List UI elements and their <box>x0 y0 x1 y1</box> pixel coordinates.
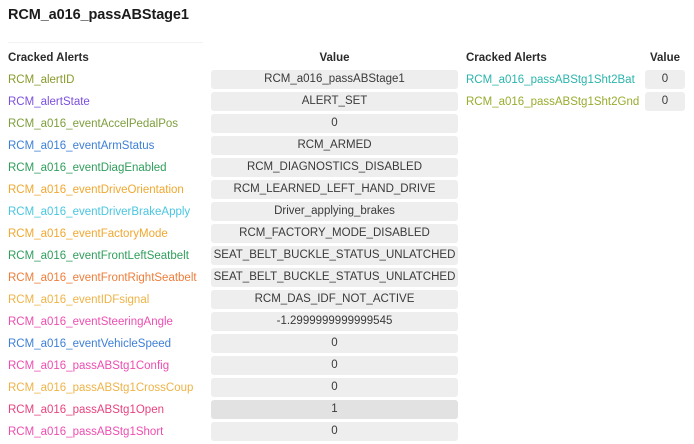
alert-value: RCM_LEARNED_LEFT_HAND_DRIVE <box>211 180 458 199</box>
alert-value: 1 <box>211 400 458 419</box>
table-row[interactable]: RCM_a016_passABStg1Open 1 <box>8 400 458 422</box>
alert-value: RCM_ARMED <box>211 136 458 155</box>
right-header-cracked-alerts: Cracked Alerts <box>466 52 547 64</box>
right-table-header-row: Cracked Alerts Value <box>466 52 686 70</box>
alert-name: RCM_a016_eventDiagEnabled <box>8 162 167 174</box>
left-header-cracked-alerts: Cracked Alerts <box>8 52 89 64</box>
table-row[interactable]: RCM_a016_eventFrontRightSeatbelt SEAT_BEL… <box>8 268 458 290</box>
table-row[interactable]: RCM_alertState ALERT_SET <box>8 92 458 114</box>
alert-value: SEAT_BELT_BUCKLE_STATUS_UNLATCHED <box>211 246 458 265</box>
alert-value: 0 <box>645 92 685 111</box>
alert-name: RCM_a016_eventDriverBrakeApply <box>8 206 191 218</box>
alert-name: RCM_a016_eventSteeringAngle <box>8 316 173 328</box>
left-table-header-row: Cracked Alerts Value <box>8 52 458 70</box>
table-row[interactable]: RCM_a016_passABStg1CrossCoup 0 <box>8 378 458 400</box>
alert-value: 0 <box>211 334 458 353</box>
alert-value: RCM_DIAGNOSTICS_DISABLED <box>211 158 458 177</box>
alert-value: SEAT_BELT_BUCKLE_STATUS_UNLATCHED <box>211 268 458 287</box>
alert-value: 0 <box>211 114 458 133</box>
alert-value: Driver_applying_brakes <box>211 202 458 221</box>
table-row[interactable]: RCM_a016_eventAccelPedalPos 0 <box>8 114 458 136</box>
alert-name: RCM_a016_passABStg1Sht2Bat <box>466 74 635 86</box>
table-row[interactable]: RCM_a016_eventArmStatus RCM_ARMED <box>8 136 458 158</box>
alert-name: RCM_a016_passABStg1CrossCoup <box>8 382 194 394</box>
alert-name: RCM_a016_eventFactoryMode <box>8 228 168 240</box>
alert-value: 0 <box>645 70 685 89</box>
alert-name: RCM_a016_eventVehicleSpeed <box>8 338 172 350</box>
alert-value: RCM_DAS_IDF_NOT_ACTIVE <box>211 290 458 309</box>
table-row[interactable]: RCM_a016_eventDriveOrientation RCM_LEARNE… <box>8 180 458 202</box>
page-title: RCM_a016_passABStage1 <box>8 7 189 23</box>
alert-name: RCM_alertID <box>8 74 75 86</box>
table-row[interactable]: RCM_a016_eventIDFsignal RCM_DAS_IDF_NOT_A… <box>8 290 458 312</box>
alert-name: RCM_a016_eventFrontLeftSeatbelt <box>8 250 189 262</box>
alert-value: ALERT_SET <box>211 92 458 111</box>
alert-name: RCM_a016_passABStg1Short <box>8 426 164 438</box>
table-row[interactable]: RCM_a016_eventDiagEnabled RCM_DIAGNOSTICS… <box>8 158 458 180</box>
alert-name: RCM_a016_eventIDFsignal <box>8 294 150 306</box>
alert-name: RCM_a016_eventAccelPedalPos <box>8 118 179 130</box>
alert-name: RCM_a016_passABStg1Sht2Gnd <box>466 96 640 108</box>
alert-name: RCM_a016_eventArmStatus <box>8 140 155 152</box>
alert-value: -1.2999999999999545 <box>211 312 458 331</box>
left-header-value: Value <box>319 52 350 64</box>
alert-value: 0 <box>211 356 458 375</box>
alert-name: RCM_a016_passABStg1Open <box>8 404 164 416</box>
table-row[interactable]: RCM_a016_eventVehicleSpeed 0 <box>8 334 458 356</box>
alert-name: RCM_a016_passABStg1Config <box>8 360 170 372</box>
table-row[interactable]: RCM_a016_passABStg1Sht2Bat 0 <box>466 70 686 92</box>
right-header-value: Value <box>649 52 681 64</box>
alert-value: 0 <box>211 422 458 441</box>
alert-value: RCM_a016_passABStage1 <box>211 70 458 89</box>
alert-name: RCM_alertState <box>8 96 90 108</box>
alert-value: RCM_FACTORY_MODE_DISABLED <box>211 224 458 243</box>
left-alerts-table: Cracked Alerts Value RCM_alertID RCM_a016… <box>8 52 458 444</box>
table-row[interactable]: RCM_a016_passABStg1Config 0 <box>8 356 458 378</box>
right-alerts-table: Cracked Alerts Value RCM_a016_passABStg1… <box>466 52 686 114</box>
table-row[interactable]: RCM_a016_eventFactoryMode RCM_FACTORY_MOD… <box>8 224 458 246</box>
table-row[interactable]: RCM_alertID RCM_a016_passABStage1 <box>8 70 458 92</box>
alert-name: RCM_a016_eventFrontRightSeatbelt <box>8 272 197 284</box>
table-row[interactable]: RCM_a016_eventDriverBrakeApply Driver_app… <box>8 202 458 224</box>
alert-value: 0 <box>211 378 458 397</box>
table-row[interactable]: RCM_a016_passABStg1Short 0 <box>8 422 458 444</box>
alert-name: RCM_a016_eventDriveOrientation <box>8 184 184 196</box>
header-divider <box>8 42 203 43</box>
table-row[interactable]: RCM_a016_eventFrontLeftSeatbelt SEAT_BELT… <box>8 246 458 268</box>
table-row[interactable]: RCM_a016_eventSteeringAngle -1.2999999999… <box>8 312 458 334</box>
table-row[interactable]: RCM_a016_passABStg1Sht2Gnd 0 <box>466 92 686 114</box>
